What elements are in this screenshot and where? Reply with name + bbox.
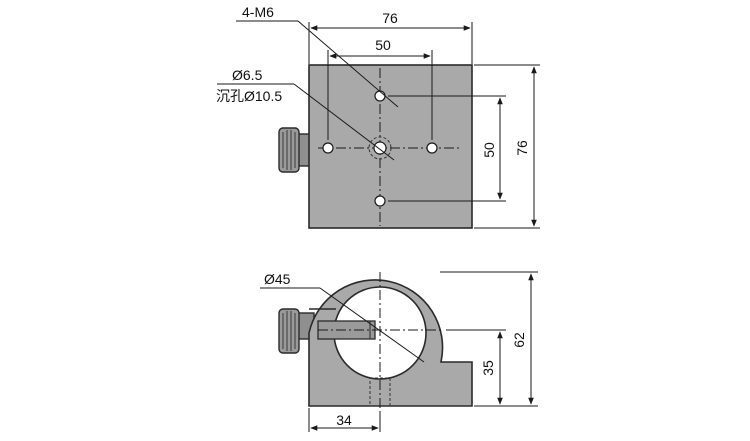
- m6-hole-bottom: [374, 195, 386, 207]
- dim-text-height-76: 76: [514, 140, 530, 156]
- front-view: Ø45 62 35 34: [260, 271, 538, 432]
- label-counterbore: 沉孔Ø10.5: [216, 88, 282, 104]
- top-view: 76 50 50 76 4-M6 Ø6.5 沉孔Ø10.5: [216, 4, 540, 229]
- m6-hole-top: [374, 90, 386, 102]
- m6-hole-left: [322, 142, 334, 154]
- counterbore-hole-inner: [373, 141, 387, 155]
- dim-text-hole-spacing-y-50: 50: [481, 142, 497, 158]
- label-thru-hole: Ø6.5: [232, 67, 263, 83]
- front-view-body: [308, 279, 473, 407]
- label-bore: Ø45: [264, 271, 291, 287]
- top-view-knob: [278, 127, 313, 173]
- front-view-knob: [278, 308, 315, 354]
- dim-text-center-height-35: 35: [480, 360, 496, 376]
- front-view-hidden-hole: [369, 377, 391, 407]
- dim-text-hole-spacing-x-50: 50: [375, 37, 391, 53]
- dim-text-width-76: 76: [382, 10, 398, 26]
- dim-text-base-offset-34: 34: [336, 412, 352, 428]
- dim-text-overall-height-62: 62: [511, 332, 527, 348]
- counterbore-hole-outer: [368, 136, 392, 160]
- m6-hole-right: [426, 142, 438, 154]
- label-4-m6: 4-M6: [242, 4, 274, 20]
